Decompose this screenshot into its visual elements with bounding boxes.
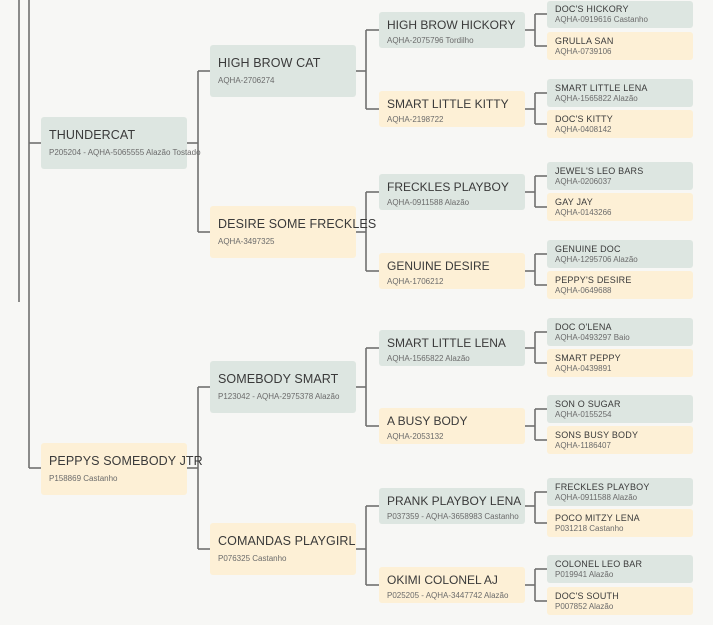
horse-box-dsss[interactable]: DOC O'LENA AQHA-0493297 Baio [547, 318, 693, 346]
horse-box-dam[interactable]: PEPPYS SOMEBODY JTR P158869 Castanho [41, 443, 203, 495]
horse-box-ddds[interactable]: COLONEL LEO BAR P019941 Alazão [547, 555, 693, 583]
horse-registration: AQHA-0143266 [555, 208, 612, 217]
horse-box-ssds[interactable]: SMART LITTLE LENA AQHA-1565822 Alazão [547, 79, 693, 107]
horse-registration: P019941 Alazão [555, 570, 614, 579]
horse-name: POCO MITZY LENA [555, 513, 640, 523]
horse-registration: AQHA-0739106 [555, 47, 612, 56]
horse-registration: AQHA-0919616 Castanho [555, 15, 648, 24]
horse-name: OKIMI COLONEL AJ [387, 573, 498, 587]
horse-box-dddd[interactable]: DOC'S SOUTH P007852 Alazão [547, 587, 693, 615]
horse-registration: AQHA-1565822 Alazão [387, 354, 470, 363]
horse-name: PEPPY'S DESIRE [555, 275, 632, 285]
horse-name: HIGH BROW CAT [218, 56, 321, 70]
horse-registration: AQHA-2198722 [387, 115, 444, 124]
horse-registration: AQHA-2075796 Tordilho [387, 36, 474, 45]
horse-name: DOC'S KITTY [555, 114, 613, 124]
horse-registration: AQHA-3497325 [218, 237, 275, 246]
horse-registration: AQHA-2053132 [387, 432, 444, 441]
horse-name: SMART LITTLE LENA [555, 83, 648, 93]
horse-name: JEWEL'S LEO BARS [555, 166, 644, 176]
horse-registration: AQHA-0911588 Alazão [387, 198, 470, 207]
horse-name: THUNDERCAT [49, 128, 136, 142]
horse-box-ssd[interactable]: SMART LITTLE KITTY AQHA-2198722 [379, 91, 525, 127]
horse-box-sire-dam[interactable]: DESIRE SOME FRECKLES AQHA-3497325 [210, 206, 377, 258]
horse-box-dam-sire[interactable]: SOMEBODY SMART P123042 - AQHA-2975378 Al… [210, 361, 356, 413]
horse-box-sdds[interactable]: GENUINE DOC AQHA-1295706 Alazão [547, 240, 693, 268]
horse-name: SMART PEPPY [555, 353, 621, 363]
horse-name: DOC O'LENA [555, 322, 612, 332]
horse-name: HIGH BROW HICKORY [387, 18, 516, 32]
horse-box-ssdd[interactable]: DOC'S KITTY AQHA-0408142 [547, 110, 693, 138]
horse-box-dsdd[interactable]: SONS BUSY BODY AQHA-1186407 [547, 426, 693, 454]
horse-box-sss[interactable]: HIGH BROW HICKORY AQHA-2075796 Tordilho [379, 12, 525, 48]
horse-name: SON O SUGAR [555, 399, 621, 409]
horse-registration: P205204 - AQHA-5065555 Alazão Tostado [49, 148, 201, 157]
horse-registration: AQHA-1186407 [555, 441, 611, 450]
horse-name: SMART LITTLE LENA [387, 336, 506, 350]
horse-registration: AQHA-0155254 [555, 410, 612, 419]
horse-registration: AQHA-2706274 [218, 76, 275, 85]
horse-registration: P007852 Alazão [555, 602, 614, 611]
horse-name: SOMEBODY SMART [218, 372, 339, 386]
horse-name: DOC'S HICKORY [555, 4, 629, 14]
horse-registration: AQHA-0206037 [555, 177, 612, 186]
horse-name: PEPPYS SOMEBODY JTR [49, 454, 203, 468]
horse-name: GAY JAY [555, 197, 593, 207]
horse-registration: AQHA-0408142 [555, 125, 612, 134]
horse-box-sddd[interactable]: PEPPY'S DESIRE AQHA-0649688 [547, 271, 693, 299]
horse-registration: AQHA-1565822 Alazão [555, 94, 638, 103]
horse-registration: AQHA-1295706 Alazão [555, 255, 638, 264]
horse-registration: AQHA-0493297 Baio [555, 333, 630, 342]
horse-name: GENUINE DESIRE [387, 259, 490, 273]
horse-registration: P025205 - AQHA-3447742 Alazão [387, 591, 509, 600]
horse-box-sire[interactable]: THUNDERCAT P205204 - AQHA-5065555 Alazão… [41, 117, 201, 169]
horse-registration: P158869 Castanho [49, 474, 118, 483]
horse-registration: P031218 Castanho [555, 524, 624, 533]
horse-box-sire-sire[interactable]: HIGH BROW CAT AQHA-2706274 [210, 45, 356, 97]
horse-name: A BUSY BODY [387, 414, 468, 428]
horse-box-ddss[interactable]: FRECKLES PLAYBOY AQHA-0911588 Alazão [547, 478, 693, 506]
horse-name: SONS BUSY BODY [555, 430, 639, 440]
horse-registration: P076325 Castanho [218, 554, 287, 563]
horse-registration: P123042 - AQHA-2975378 Alazão [218, 392, 340, 401]
horse-name: DESIRE SOME FRECKLES [218, 217, 377, 231]
horse-box-ddsd[interactable]: POCO MITZY LENA P031218 Castanho [547, 509, 693, 537]
horse-name: GRULLA SAN [555, 36, 614, 46]
horse-box-dsd[interactable]: A BUSY BODY AQHA-2053132 [379, 408, 525, 444]
horse-box-sdd[interactable]: GENUINE DESIRE AQHA-1706212 [379, 253, 525, 289]
horse-registration: AQHA-1706212 [387, 277, 444, 286]
horse-name: GENUINE DOC [555, 244, 621, 254]
horse-name: PRANK PLAYBOY LENA [387, 494, 522, 508]
horse-registration: P037359 - AQHA-3658983 Castanho [387, 512, 519, 521]
horse-name: SMART LITTLE KITTY [387, 97, 509, 111]
horse-name: COMANDAS PLAYGIRL [218, 534, 356, 548]
horse-box-dss[interactable]: SMART LITTLE LENA AQHA-1565822 Alazão [379, 330, 525, 366]
horse-box-dsds[interactable]: SON O SUGAR AQHA-0155254 [547, 395, 693, 423]
horse-name: DOC'S SOUTH [555, 591, 619, 601]
horse-name: FRECKLES PLAYBOY [555, 482, 650, 492]
horse-name: FRECKLES PLAYBOY [387, 180, 509, 194]
horse-box-dssd[interactable]: SMART PEPPY AQHA-0439891 [547, 349, 693, 377]
horse-registration: AQHA-0911588 Alazão [555, 493, 638, 502]
horse-name: COLONEL LEO BAR [555, 559, 643, 569]
horse-registration: AQHA-0439891 [555, 364, 612, 373]
horse-box-ssss[interactable]: DOC'S HICKORY AQHA-0919616 Castanho [547, 1, 693, 28]
horse-box-ddd[interactable]: OKIMI COLONEL AJ P025205 - AQHA-3447742 … [379, 567, 525, 603]
horse-box-sdsd[interactable]: GAY JAY AQHA-0143266 [547, 193, 693, 221]
horse-registration: AQHA-0649688 [555, 286, 612, 295]
horse-box-dam-dam[interactable]: COMANDAS PLAYGIRL P076325 Castanho [210, 523, 356, 575]
horse-box-sdss[interactable]: JEWEL'S LEO BARS AQHA-0206037 [547, 162, 693, 190]
horse-box-sssd[interactable]: GRULLA SAN AQHA-0739106 [547, 32, 693, 60]
horse-box-dds[interactable]: PRANK PLAYBOY LENA P037359 - AQHA-365898… [379, 488, 525, 524]
horse-box-sds[interactable]: FRECKLES PLAYBOY AQHA-0911588 Alazão [379, 174, 525, 210]
